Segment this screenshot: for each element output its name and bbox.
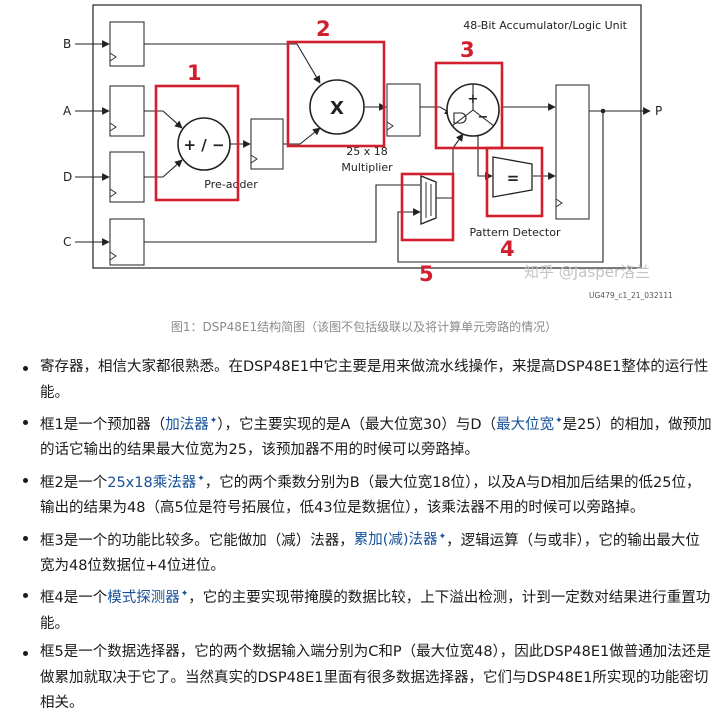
input-label-b: B <box>63 37 71 51</box>
bullet-dot-icon <box>23 366 28 371</box>
list-item-text: 是25）的相加，做预加的话它输出的结果最大位宽为25，该预加器不用的时候可以旁路… <box>40 416 712 459</box>
preadder-symbol: + / − <box>183 136 224 154</box>
list-item: 框3是一个的功能比较多。它能做加（减）法器，累加(减)法器✦，逻辑运算（与或非）… <box>14 525 714 580</box>
box-number-1: 1 <box>187 61 202 85</box>
preadder-label: Pre-adder <box>204 178 258 191</box>
alu-logic-gate-icon <box>453 112 467 124</box>
figure-caption: 图1：DSP48E1结构简图（该图不包括级联以及将计算单元旁路的情况） <box>170 320 558 334</box>
list-item-text: 框2是一个 <box>40 474 108 491</box>
list-item-text: 框5是一个数据选择器，它的两个数据输入端分别为C和P（最大位宽48），因此DSP… <box>40 644 711 712</box>
list-item-text: ，它的主要实现带掩膜的数据比较，上下溢出检测，计到一定数对结果进行重置功能。 <box>40 590 711 632</box>
pattern-detector-shape <box>492 156 533 198</box>
preadder-circle <box>177 117 231 171</box>
highlight-box-1 <box>154 84 240 202</box>
zhihu-watermark: 知乎 @Jasper洛兰 <box>524 263 650 281</box>
box-number-4: 4 <box>500 237 515 261</box>
register-preadder-out <box>250 118 284 170</box>
box-number-5: 5 <box>419 262 434 286</box>
multiplier-circle <box>309 79 365 135</box>
register-b <box>109 21 145 67</box>
output-label-p: P <box>655 104 662 118</box>
dsp48e1-block-diagram: 48-Bit Accumulator/Logic Unit B A D C <box>63 4 673 300</box>
input-label-d: D <box>63 170 72 184</box>
input-label-a: A <box>63 104 72 118</box>
alu-minus: − <box>478 110 489 125</box>
register-d <box>109 151 145 203</box>
pattern-eq-symbol: = <box>507 169 520 187</box>
bullet-dot-icon <box>23 593 28 599</box>
list-item: 框4是一个模式探测器✦，它的主要实现带掩膜的数据比较，上下溢出检测，计到一定数对… <box>14 582 714 637</box>
term-link-wrapper[interactable]: 模式探测器✦ <box>107 589 189 607</box>
sparkle-icon: ✦ <box>438 531 447 542</box>
multiplier-symbol: X <box>330 98 344 119</box>
input-registers <box>109 21 145 266</box>
list-item-text: 框1是一个预加器（ <box>40 416 166 433</box>
bullet-dot-icon <box>23 420 28 425</box>
bullet-dot-icon <box>23 651 28 657</box>
list-item-text: ，逻辑运算（与或非），它的输出最大位宽为48位数据位+4位进位。 <box>40 532 700 574</box>
mux-shape <box>420 175 437 225</box>
register-c <box>109 218 145 266</box>
box-number-2: 2 <box>316 17 331 41</box>
list-item: 框2是一个25x18乘法器✦，它的两个乘数分别为B（最大位宽18位），以及A与D… <box>14 467 714 522</box>
sparkle-icon: ✦ <box>555 416 563 426</box>
term-link[interactable]: 25x18乘法器 <box>107 474 197 491</box>
register-output <box>555 84 590 220</box>
description-list: 寄存器，相信大家都很熟悉。在DSP48E1中它主要是用来做流水线操作，来提高DS… <box>14 355 714 720</box>
list-item: 框5是一个数据选择器，它的两个数据输入端分别为C和P（最大位宽48），因此DSP… <box>14 640 714 717</box>
highlight-box-2 <box>286 40 386 148</box>
dsp-outer-frame <box>92 4 642 269</box>
register-multiplier-out <box>386 83 421 137</box>
list-item-text: ，它的两个乘数分别为B（最大位宽18位），以及A与D相加后结果的低25位，输出的… <box>40 474 701 517</box>
list-item-text: ），它主要实现的是A（最大位宽30）与D（ <box>217 416 497 433</box>
list-item-text: 框3是一个的功能比较多。它能做加（减）法器， <box>40 532 354 549</box>
highlight-box-5 <box>400 172 455 242</box>
term-link-wrapper[interactable]: 25x18乘法器✦ <box>107 473 205 491</box>
term-link[interactable]: 累加(减)法器 <box>353 532 438 549</box>
bullet-dot-icon <box>23 535 28 541</box>
sparkle-icon: ✦ <box>180 589 189 600</box>
unit-title: 48-Bit Accumulator/Logic Unit <box>463 19 627 32</box>
register-a <box>109 85 145 137</box>
input-label-c: C <box>63 235 71 249</box>
figure-id: UG479_c1_21_032111 <box>589 291 673 300</box>
list-item-text: 框4是一个 <box>40 590 108 607</box>
alu-plus: + <box>468 92 479 107</box>
multiplier-size: 25 x 18 <box>346 145 388 158</box>
multiplier-label: Multiplier <box>341 161 393 174</box>
term-link-wrapper[interactable]: 加法器✦ <box>165 416 218 433</box>
term-link[interactable]: 模式探测器 <box>107 590 180 607</box>
list-item: 寄存器，相信大家都很熟悉。在DSP48E1中它主要是用来做流水线操作，来提高DS… <box>14 355 714 406</box>
sparkle-icon: ✦ <box>197 473 205 484</box>
list-item-text: 寄存器，相信大家都很熟悉。在DSP48E1中它主要是用来做流水线操作，来提高DS… <box>40 359 709 401</box>
pattern-detector-label: Pattern Detector <box>469 226 560 239</box>
term-link[interactable]: 加法器 <box>165 416 209 433</box>
bullet-dot-icon <box>23 477 28 483</box>
highlight-box-3 <box>434 61 504 150</box>
term-link-wrapper[interactable]: 最大位宽✦ <box>496 416 563 433</box>
box-number-3: 3 <box>460 38 475 62</box>
sparkle-icon: ✦ <box>209 416 218 426</box>
term-link[interactable]: 最大位宽 <box>496 416 555 433</box>
highlight-box-4 <box>485 146 544 218</box>
term-link-wrapper[interactable]: 累加(减)法器✦ <box>353 531 447 549</box>
list-item: 框1是一个预加器（加法器✦），它主要实现的是A（最大位宽30）与D（最大位宽✦是… <box>14 409 714 464</box>
